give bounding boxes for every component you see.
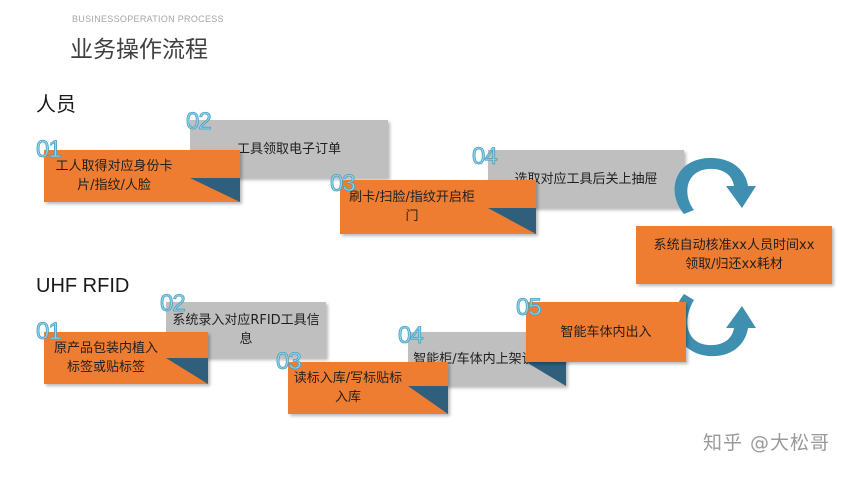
rfid-step-3-text: 读标入库/写标贴标入库	[293, 371, 403, 405]
people-step-1-text: 工人取得对应身份卡片/指纹/人脸	[55, 159, 173, 193]
system-verify-box: 系统自动核准xx人员时间xx领取/归还xx耗材	[636, 226, 832, 284]
section-label-people: 人员	[36, 92, 76, 116]
rfid-step-2-text: 系统录入对应RFID工具信息	[172, 313, 320, 347]
system-verify-text: 系统自动核准xx人员时间xx领取/归还xx耗材	[653, 238, 815, 272]
watermark-text: 知乎 @大松哥	[702, 432, 830, 454]
people-step-2-number: 02	[186, 108, 212, 135]
rfid-step-4-text: 智能柜/车体内上架该工具	[413, 351, 561, 367]
rfid-step-4-number: 04	[398, 322, 424, 349]
curved-arrow-up-icon	[674, 294, 756, 357]
people-step-3-number: 03	[330, 170, 356, 197]
people-step-3-tab	[488, 208, 536, 234]
people-step-3-text: 刷卡/扫脸/指纹开启柜门	[349, 190, 475, 224]
rfid-step-1-text: 原产品包装内植入标签或贴标签	[53, 341, 158, 375]
rfid-step-2-number: 02	[160, 290, 186, 317]
rfid-step-5-box: 智能车体内出入	[526, 302, 686, 362]
people-step-1-tab	[190, 178, 240, 202]
page-title: 业务操作流程	[70, 37, 208, 63]
rfid-step-4-tab	[526, 362, 566, 386]
section-label-rfid: UHF RFID	[36, 275, 130, 297]
people-step-2-text: 工具领取电子订单	[236, 141, 341, 157]
rfid-step-1-tab	[166, 358, 208, 384]
curved-arrow-down-icon	[674, 157, 756, 214]
rfid-step-3-number: 03	[276, 348, 302, 375]
people-step-3-box: 刷卡/扫脸/指纹开启柜门	[340, 180, 536, 234]
people-step-1-number: 01	[36, 136, 62, 163]
people-step-4-number: 04	[472, 143, 498, 170]
rfid-step-5-number: 05	[516, 294, 542, 321]
rfid-step-3-tab	[408, 386, 448, 414]
people-step-1-box: 工人取得对应身份卡片/指纹/人脸	[44, 150, 240, 202]
page-subtitle: BUSINESSOPERATION PROCESS	[72, 14, 224, 24]
rfid-step-1-number: 01	[36, 318, 62, 345]
people-step-4-text: 选取对应工具后关上抽屉	[514, 171, 658, 187]
rfid-step-5-text: 智能车体内出入	[560, 324, 652, 340]
